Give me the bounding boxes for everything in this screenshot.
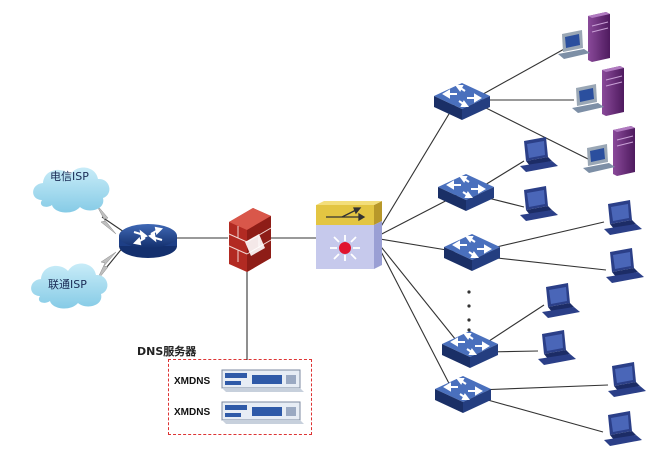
server-1	[557, 11, 611, 63]
cloud-label: 电信ISP	[50, 170, 89, 183]
access-switch-3	[443, 233, 501, 272]
firewall	[228, 208, 272, 272]
core-switch	[316, 201, 382, 269]
pc-7	[608, 362, 646, 397]
pc-icon	[608, 362, 646, 397]
access-switch-4	[441, 330, 499, 369]
server-icon	[571, 65, 625, 117]
dns-group-title: DNS服务器	[137, 345, 197, 358]
dns-server-label: XMDNS	[174, 376, 211, 387]
lightning-bolt-icon	[95, 251, 117, 283]
access-switch-5	[434, 375, 492, 414]
router	[119, 224, 177, 258]
cloud-isp2: 联通ISP	[31, 263, 108, 309]
cloud-isp1: 电信ISP	[33, 167, 110, 213]
server-icon	[557, 11, 611, 63]
router-icon	[119, 224, 177, 248]
link-core-sw4	[373, 237, 465, 351]
pc-icon	[606, 248, 644, 283]
link-isp1-router	[101, 216, 125, 233]
more-switches-ellipsis	[467, 290, 471, 332]
pc-4	[606, 248, 644, 283]
server-3	[582, 125, 636, 177]
link-core-sw5	[373, 237, 456, 396]
switch-icon	[443, 233, 501, 272]
pc-2	[520, 186, 558, 221]
pc-icon	[604, 200, 642, 235]
server-icon	[582, 125, 636, 177]
link-core-sw2	[373, 193, 460, 239]
pc-icon	[538, 330, 576, 365]
pc-8	[604, 411, 642, 446]
dns-server-label: XMDNS	[174, 407, 211, 418]
pc-icon	[604, 411, 642, 446]
cloud-icon	[31, 263, 108, 309]
links	[101, 47, 609, 433]
pc-icon	[542, 283, 580, 318]
pc-icon	[520, 137, 558, 172]
server-2	[571, 65, 625, 117]
cloud-label: 联通ISP	[48, 278, 87, 291]
access-switch-2	[437, 173, 495, 212]
access-switch-1	[433, 82, 491, 121]
link-core-sw1	[373, 103, 456, 239]
switch-icon	[437, 173, 495, 212]
lightning-bolt-icon	[95, 203, 117, 235]
pc-6	[538, 330, 576, 365]
cloud-icon	[33, 167, 110, 213]
pc-icon	[520, 186, 558, 221]
pc-5	[542, 283, 580, 318]
switch-icon	[441, 330, 499, 369]
pc-1	[520, 137, 558, 172]
pc-3	[604, 200, 642, 235]
dns-server-group	[168, 359, 312, 435]
switch-icon	[433, 82, 491, 121]
switch-icon	[434, 375, 492, 414]
